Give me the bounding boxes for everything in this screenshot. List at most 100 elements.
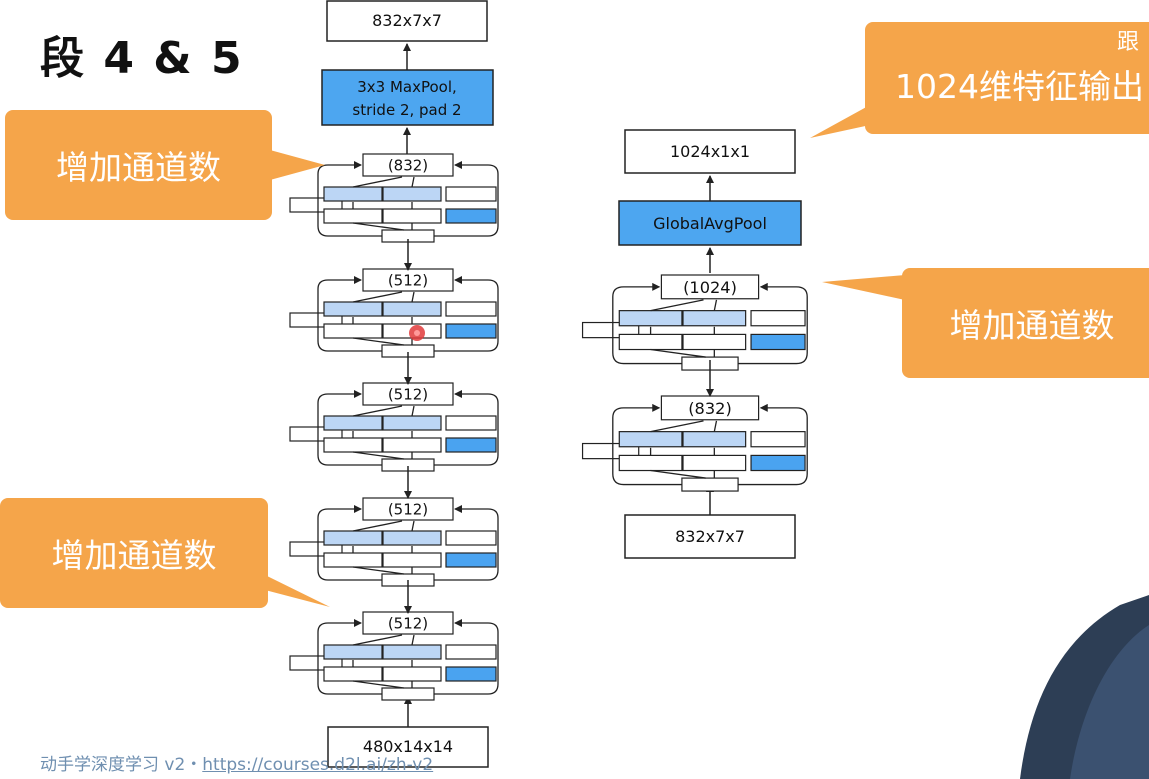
block-edge (352, 680, 405, 689)
slide-footer: 动手学深度学习 v2・https://courses.d2l.ai/zh-v2 (40, 750, 433, 775)
branch-box (682, 333, 747, 351)
stage4-input-label: 480x14x14 (363, 737, 453, 756)
stage4-inception-block: (512) (289, 268, 499, 358)
branch-box (618, 454, 683, 472)
slide-title: 段 4 & 5 (40, 33, 244, 84)
block-edge (317, 619, 382, 695)
block-edge (411, 520, 415, 532)
callout-right-top: 1024维特征输出 跟 (865, 22, 1149, 134)
block-edge (650, 348, 706, 358)
branch-conv-box (323, 415, 383, 431)
stage4-output-label: 832x7x7 (372, 11, 442, 30)
presenter-shirt (1070, 625, 1149, 779)
branch-conv-box (323, 644, 383, 660)
branch-conv-box (323, 301, 383, 317)
branch-conv-box (750, 454, 806, 472)
block-label: (832) (388, 157, 428, 175)
block-edge (434, 390, 499, 466)
branch-conv-box (323, 530, 383, 546)
block-edge (434, 619, 499, 695)
block-edge (352, 405, 403, 417)
block-edge (650, 420, 704, 433)
block-edge (738, 282, 808, 365)
block-label: (512) (388, 386, 428, 404)
block-edge (612, 282, 682, 365)
block-edge (352, 291, 403, 303)
callout-right-top-small-text: 跟 (1117, 30, 1140, 55)
branch-conv-box (445, 323, 497, 339)
branch-conv-box (445, 666, 497, 682)
footer-link[interactable]: https://courses.d2l.ai/zh-v2 (202, 755, 434, 775)
stage5-pool-label: GlobalAvgPool (653, 214, 767, 233)
callout-right-middle-text: 增加通道数 (949, 306, 1115, 345)
branch-conv-box (445, 437, 497, 453)
block-edge (612, 403, 682, 486)
branch-box (382, 552, 442, 568)
block-edge (352, 176, 403, 188)
branch-box (382, 437, 442, 453)
block-edge (352, 520, 403, 532)
block-edge (317, 505, 382, 581)
callout-left-top: 增加通道数 (5, 110, 272, 220)
block-edge (650, 469, 706, 479)
branch-conv-box (323, 186, 383, 202)
block-edge (411, 291, 415, 303)
branch-box (445, 186, 497, 202)
branch-conv-box (445, 552, 497, 568)
stage4-pool-box: 3x3 MaxPool, stride 2, pad 2 (321, 69, 494, 126)
branch-box (445, 301, 497, 317)
block-edge (434, 276, 499, 352)
block-edge (713, 299, 718, 311)
branch-conv-box (445, 208, 497, 224)
branch-box (750, 431, 806, 448)
block-edge (352, 566, 405, 575)
callout-tail (270, 150, 325, 180)
branch-conv-box (382, 530, 442, 546)
stage4-inception-block: (832) (289, 153, 499, 243)
block-edge (738, 403, 808, 486)
block-edge (352, 337, 405, 346)
block-edge (434, 161, 499, 237)
stage4-inception-block: (512) (289, 497, 499, 587)
branch-box (323, 208, 383, 224)
stage4-output-box: 832x7x7 (326, 0, 488, 42)
block-label: (832) (688, 399, 732, 418)
laser-pointer-center (414, 330, 420, 336)
block-edge (411, 176, 415, 188)
stage4-inception-block: (512) (289, 611, 499, 701)
callout-left-top-text: 增加通道数 (56, 148, 221, 187)
block-edge (650, 299, 704, 312)
block-edge (317, 161, 382, 237)
branch-box (323, 666, 383, 682)
block-label: (512) (388, 501, 428, 519)
block-edge (713, 420, 718, 432)
branch-conv-box (382, 644, 442, 660)
branch-conv-box (682, 310, 747, 327)
block-label: (512) (388, 272, 428, 290)
branch-conv-box (382, 186, 442, 202)
block-edge (411, 405, 415, 417)
branch-box (382, 666, 442, 682)
branch-box (445, 415, 497, 431)
branch-box (323, 437, 383, 453)
stage5-pool-box: GlobalAvgPool (618, 200, 802, 246)
concat-box (362, 153, 454, 177)
branch-box (323, 552, 383, 568)
callout-left-bottom: 增加通道数 (0, 498, 268, 608)
stage4-pool-line1: 3x3 MaxPool, (357, 78, 457, 96)
callout-tail (810, 105, 870, 138)
callout-tail (822, 275, 905, 300)
branch-conv-box (382, 415, 442, 431)
stage5-inception-block: (1024) (581, 274, 808, 371)
callout-right-top-text: 1024维特征输出 (895, 67, 1144, 106)
stage5-inception-block: (832) (581, 395, 808, 492)
stage5-output-box: 1024x1x1 (624, 129, 796, 174)
block-edge (317, 276, 382, 352)
branch-box (445, 644, 497, 660)
branch-conv-box (618, 310, 683, 327)
stage5-input-box: 832x7x7 (624, 514, 796, 559)
callout-left-bottom-text: 增加通道数 (51, 536, 217, 575)
callout-right-middle: 增加通道数 (902, 268, 1149, 378)
block-input-box (681, 477, 739, 492)
